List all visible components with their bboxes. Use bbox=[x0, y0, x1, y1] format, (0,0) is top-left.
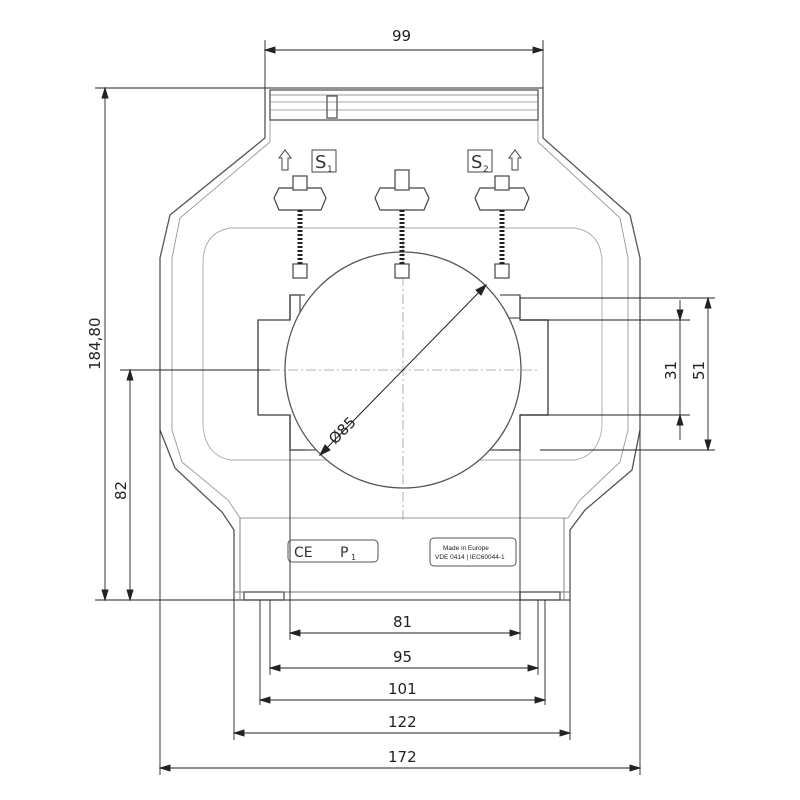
top-cap bbox=[269, 89, 539, 121]
dim-172: 172 bbox=[388, 748, 417, 766]
terminal-center bbox=[374, 169, 430, 279]
s1-marker: S 1 bbox=[278, 149, 337, 175]
dimension-lines bbox=[95, 40, 715, 775]
center-lines bbox=[270, 240, 540, 520]
s2-marker: S 2 bbox=[467, 149, 522, 175]
s2-subscript: 2 bbox=[483, 165, 489, 175]
p-mark-subscript: 1 bbox=[351, 553, 356, 562]
s1-letter: S bbox=[315, 152, 326, 173]
p-mark: P bbox=[340, 545, 348, 561]
diameter-indicator bbox=[318, 283, 488, 457]
arrow-up-icon bbox=[278, 149, 292, 171]
foot-left bbox=[243, 591, 285, 601]
dim-122: 122 bbox=[388, 713, 417, 731]
label-plate bbox=[429, 537, 517, 567]
dim-95: 95 bbox=[393, 648, 412, 666]
dim-81: 81 bbox=[393, 613, 412, 631]
s2-letter: S bbox=[471, 152, 482, 173]
label-line-2: VDE 0414 | IEC60044-1 bbox=[435, 554, 505, 561]
housing-inner-outline bbox=[171, 94, 629, 519]
foot-right bbox=[519, 591, 561, 601]
dim-51: 51 bbox=[690, 361, 708, 380]
dim-101: 101 bbox=[388, 680, 417, 698]
arrow-up-icon bbox=[508, 149, 522, 171]
terminal-s1 bbox=[273, 175, 327, 279]
dim-82: 82 bbox=[112, 481, 130, 500]
ce-mark: CE bbox=[294, 545, 313, 561]
label-line-1: Made in Europe bbox=[443, 545, 489, 552]
top-clip bbox=[326, 95, 338, 119]
s1-subscript: 1 bbox=[327, 165, 333, 175]
terminal-s2 bbox=[474, 175, 530, 279]
dim-31: 31 bbox=[662, 361, 680, 380]
ce-panel bbox=[287, 539, 379, 563]
dim-184-80: 184,80 bbox=[86, 318, 104, 371]
inner-band bbox=[202, 227, 603, 461]
dim-99: 99 bbox=[392, 27, 411, 45]
